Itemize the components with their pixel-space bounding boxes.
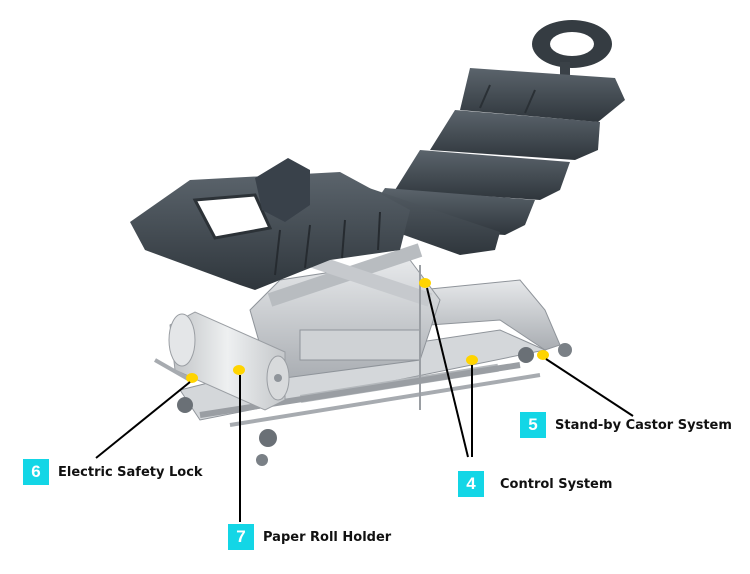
- callout-markers: [186, 278, 549, 383]
- callout-number-badge: 4: [458, 471, 484, 497]
- callout-stand-by-castor-system: 5 Stand-by Castor System: [520, 411, 732, 439]
- paper-roll: [154, 311, 290, 411]
- marker-paper-roll: [233, 365, 245, 375]
- callout-label: Control System: [500, 476, 613, 492]
- callout-label: Paper Roll Holder: [263, 529, 392, 545]
- callout-label: Stand-by Castor System: [555, 417, 732, 433]
- callout-number-badge: 5: [520, 412, 546, 438]
- seat-section: [130, 158, 410, 290]
- marker-control-system-lower: [466, 355, 478, 365]
- callout-number-badge: 6: [23, 459, 49, 485]
- callout-label: Electric Safety Lock: [58, 464, 203, 480]
- leader-control-upper: [426, 287, 469, 458]
- callout-number-badge: 7: [228, 524, 254, 550]
- castor-wheels: [177, 343, 572, 466]
- callout-paper-roll-holder: 7 Paper Roll Holder: [228, 523, 391, 551]
- leader-safety-lock: [95, 381, 191, 459]
- headrest-ring: [532, 20, 612, 80]
- marker-castor-system: [537, 350, 549, 360]
- marker-control-system-upper: [419, 278, 431, 288]
- leader-lines: [95, 287, 634, 522]
- callout-electric-safety-lock: 6 Electric Safety Lock: [23, 458, 203, 486]
- marker-safety-lock: [186, 373, 198, 383]
- leader-castor: [545, 358, 634, 417]
- callout-control-system: 4 Control System: [458, 470, 612, 498]
